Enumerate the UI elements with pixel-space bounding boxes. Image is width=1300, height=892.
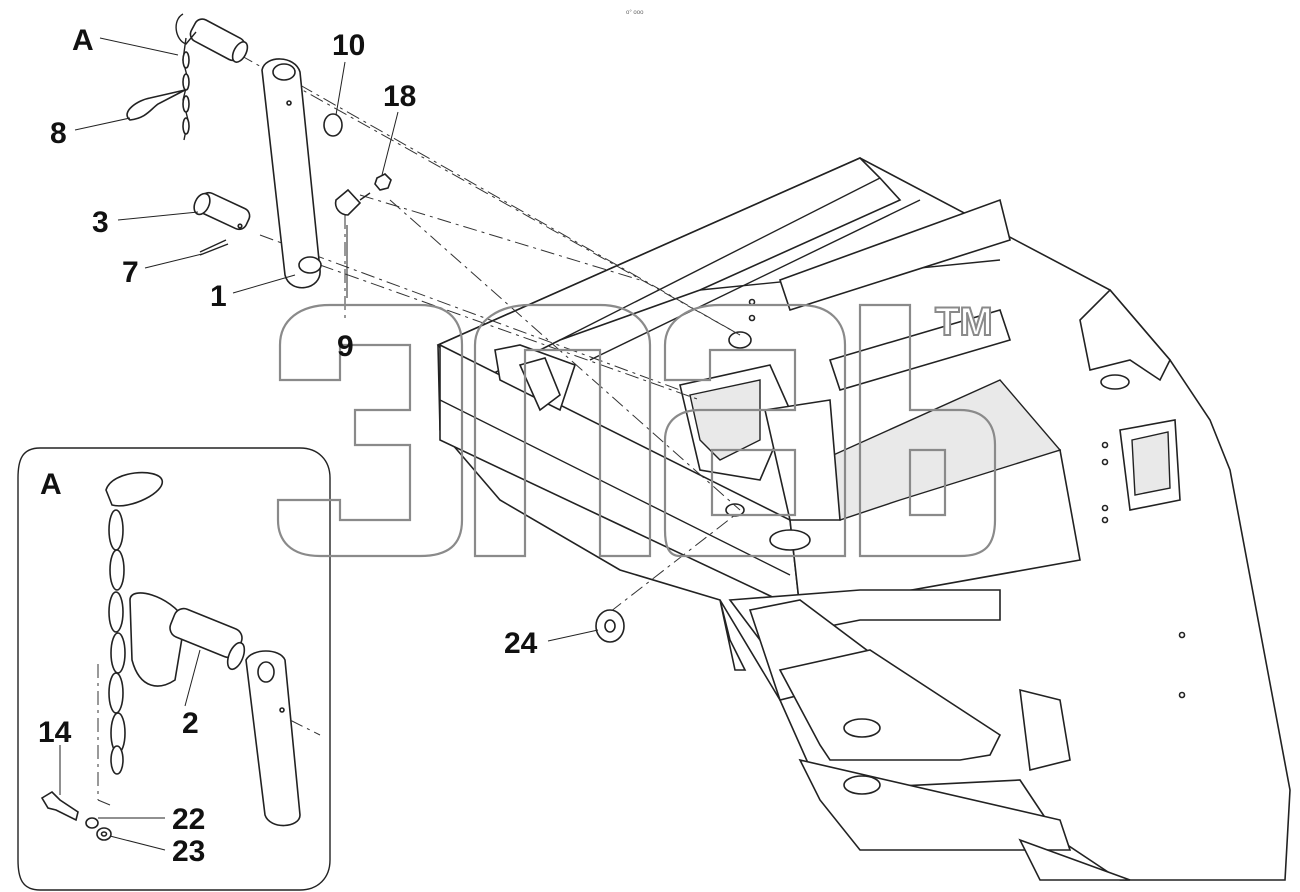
callout-22: 22	[172, 803, 205, 836]
pin-part-3	[193, 191, 251, 231]
callout-10: 10	[332, 29, 365, 62]
callout-labels: A 8 10 18 3 7 1 9 24 A 2 14 22 23	[38, 24, 538, 868]
detail-inset-a	[17, 447, 331, 891]
spring-cotter-part-8	[126, 89, 186, 121]
callout-1: 1	[210, 280, 227, 313]
plug-part-10	[323, 113, 343, 137]
bumper-part-9	[334, 188, 371, 216]
callout-9: 9	[337, 330, 354, 363]
callout-24: 24	[504, 627, 538, 660]
link-plate-part-1	[261, 58, 322, 289]
callout-2: 2	[182, 707, 199, 740]
watermark-logo: TM	[276, 299, 997, 558]
nut-part-18	[374, 173, 392, 191]
header-text: o° ooo	[626, 10, 644, 16]
callout-14: 14	[38, 716, 72, 749]
callout-23: 23	[172, 835, 205, 868]
callout-8: 8	[50, 117, 67, 150]
cotter-pin-part-7	[199, 239, 229, 256]
pin-with-chain-part-a	[175, 13, 249, 141]
callout-7: 7	[122, 256, 139, 289]
assembly-centerlines	[239, 54, 741, 613]
washer-part-24	[595, 609, 625, 643]
trademark-symbol: TM	[935, 300, 993, 344]
frame-assembly	[436, 157, 1291, 881]
callout-18: 18	[383, 80, 416, 113]
callout-3: 3	[92, 206, 109, 239]
callout-a: A	[72, 24, 94, 57]
inset-title-a: A	[40, 468, 62, 501]
leader-lines	[74, 37, 599, 642]
